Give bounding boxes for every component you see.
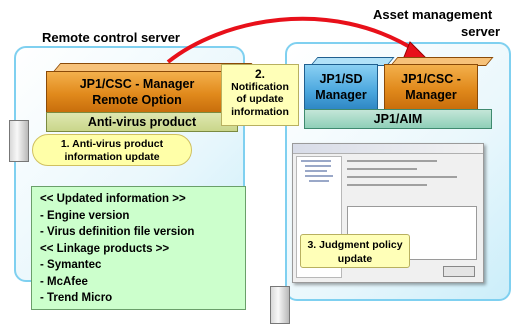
window-titlebar (293, 144, 483, 154)
asset-server-title-line2: server (461, 24, 501, 39)
antivirus-label: Anti-virus product (87, 115, 197, 129)
remote-server-title: Remote control server (42, 30, 180, 45)
csc-remote-label-line2: Remote Option (92, 93, 182, 107)
step3-line2: update (337, 253, 373, 265)
step3-callout: 3. Judgment policy update (300, 234, 410, 268)
info-line-updated-header: << Updated information >> (40, 193, 186, 205)
info-line-trendmicro: - Trend Micro (40, 292, 113, 304)
aim-block: JP1/AIM (304, 109, 492, 129)
csc-remote-label-line1: JP1/CSC - Manager (79, 77, 195, 91)
antivirus-product-block: Anti-virus product (46, 112, 238, 132)
asset-server-pc-icon (270, 286, 290, 324)
info-line-virus-def: - Virus definition file version (40, 226, 195, 238)
info-line-linkage-header: << Linkage products >> (40, 242, 170, 255)
csc-manager-block: JP1/CSC - Manager (384, 64, 478, 110)
step3-line1: 3. Judgment policy (307, 239, 403, 251)
aim-label: JP1/AIM (373, 112, 423, 126)
step1-line1: 1. Anti-virus product (60, 138, 164, 150)
csc-manager-line2: Manager (405, 88, 457, 102)
window-form-lines (347, 158, 477, 208)
csc-manager-line1: JP1/CSC - (401, 72, 461, 86)
sd-manager-block: JP1/SD Manager (304, 64, 378, 110)
info-line-symantec: - Symantec (40, 259, 102, 271)
info-line-engine: - Engine version (40, 209, 130, 222)
asset-server-title-line1: Asset management (373, 7, 493, 22)
sd-manager-line2: Manager (315, 88, 367, 102)
sd-manager-line1: JP1/SD (319, 72, 363, 86)
remote-server-pc-icon (9, 120, 29, 162)
csc-remote-option-block: JP1/CSC - Manager Remote Option (46, 71, 228, 113)
step2-note: 2. Notification of update information (221, 64, 299, 126)
updated-info-box: << Updated information >> - Engine versi… (31, 186, 246, 310)
step1-callout: 1. Anti-virus product information update (32, 134, 192, 166)
step2-line4: information (231, 105, 289, 118)
step2-line3: of update (236, 93, 284, 105)
window-bottom-button (443, 266, 475, 277)
step1-line2: information update (64, 151, 160, 163)
info-line-mcafee: - McAfee (40, 275, 88, 288)
step2-line2: Notification (231, 80, 289, 93)
step2-line1: 2. (254, 67, 265, 81)
